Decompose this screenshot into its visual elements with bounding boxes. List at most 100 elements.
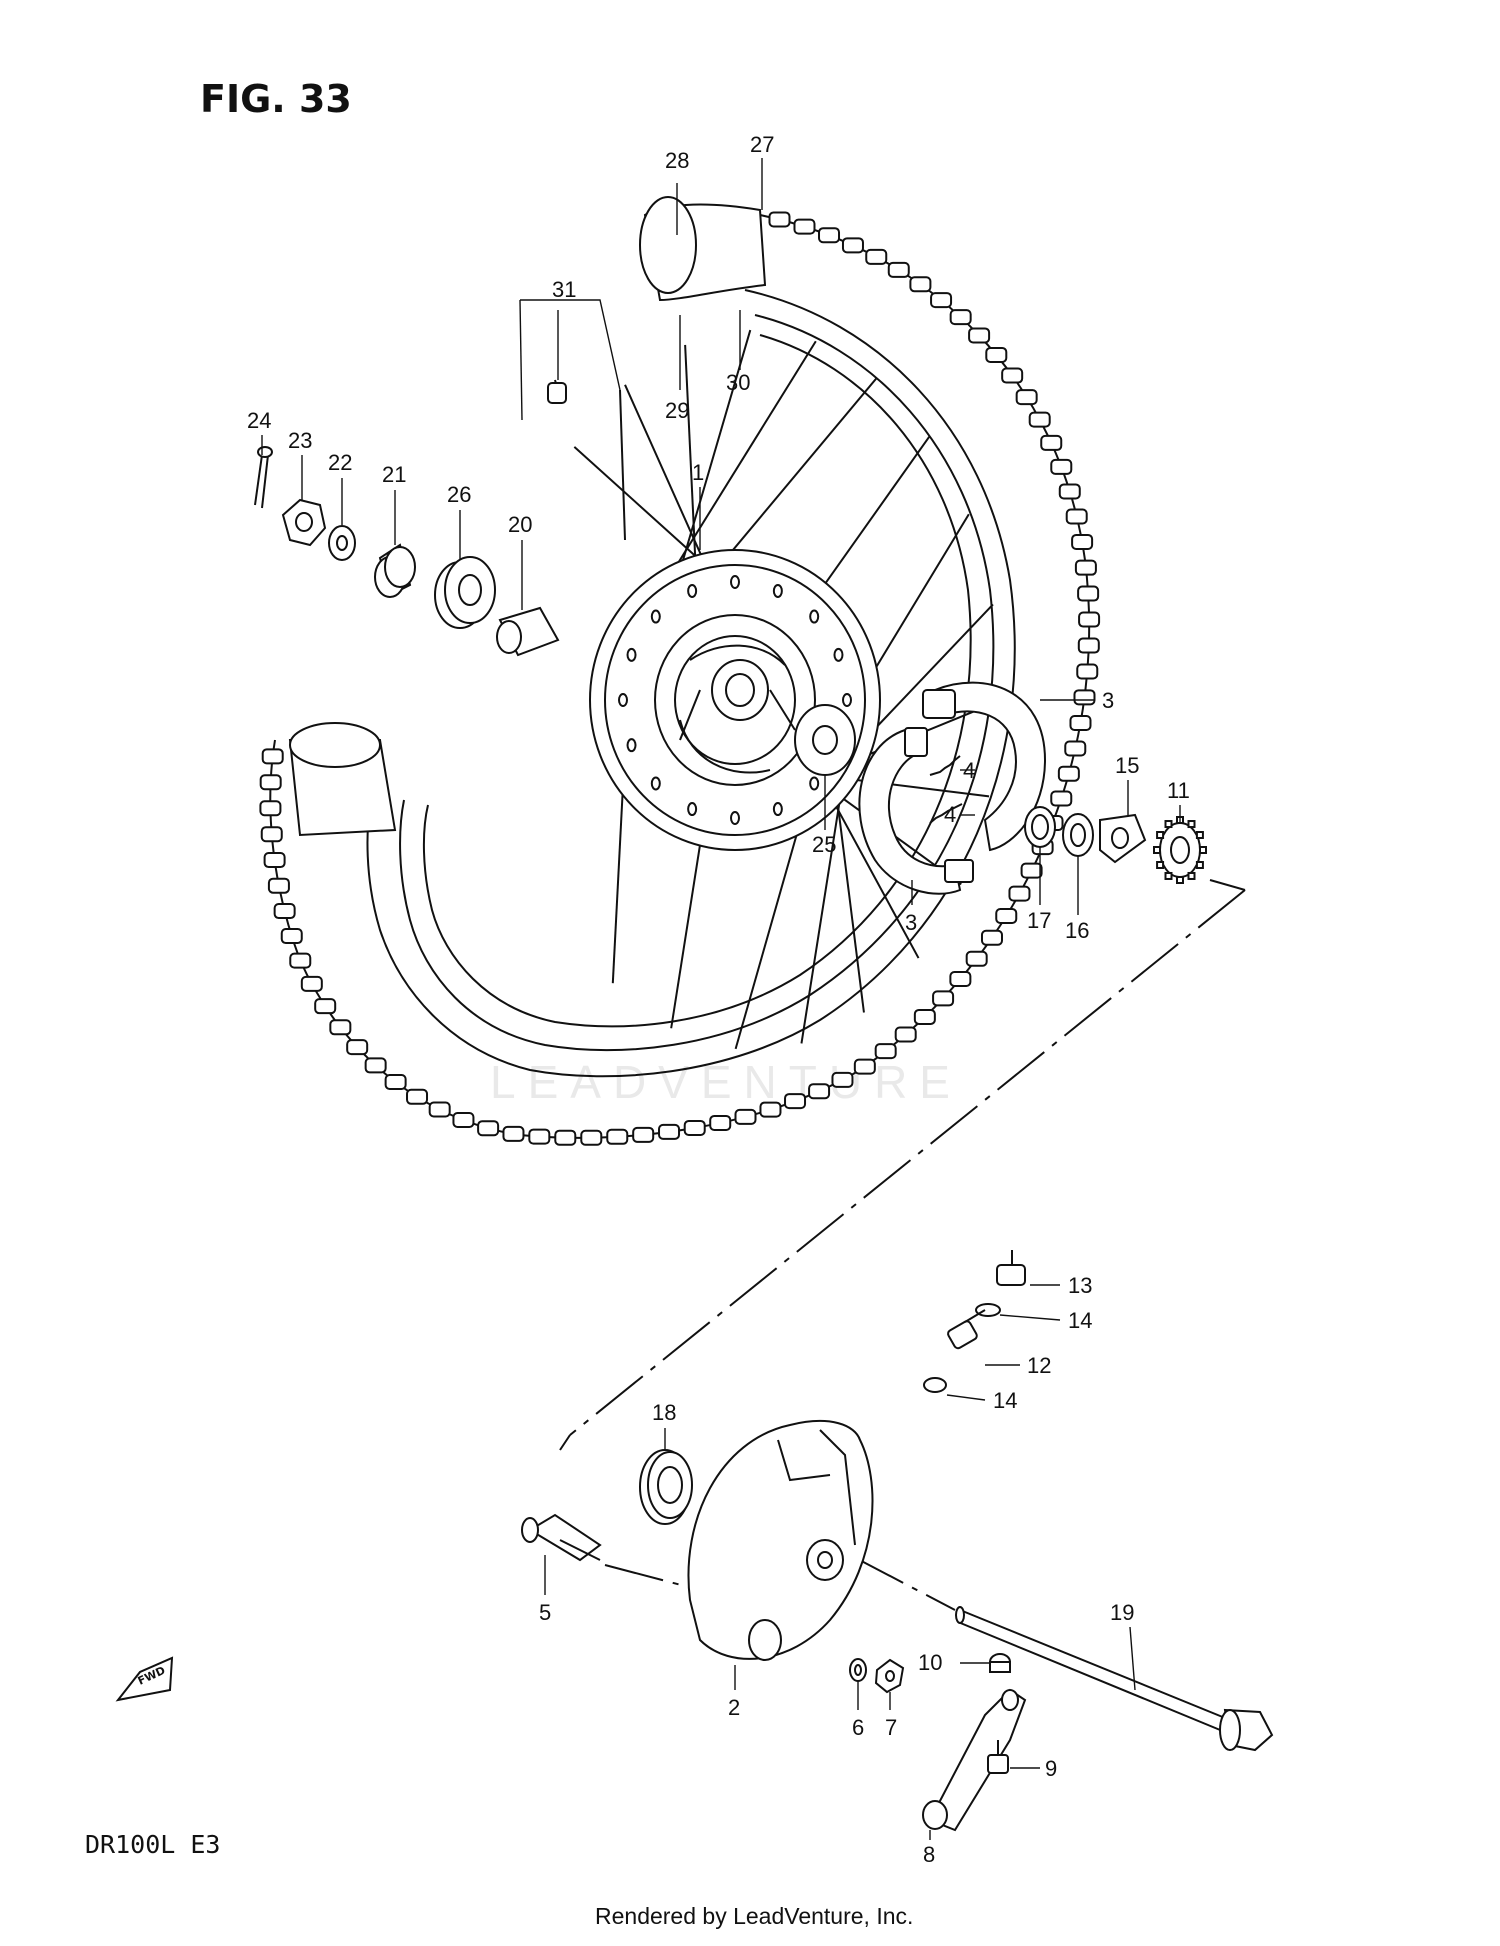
tread-block [1071, 533, 1094, 550]
callout-20: 20 [508, 512, 532, 537]
cap-10 [989, 1653, 1011, 1673]
hub-spoke-hole [809, 609, 820, 624]
tube-end-top [639, 196, 697, 294]
nut-7 [874, 1658, 905, 1694]
model-code: DR100L E3 [85, 1830, 220, 1859]
callout-26: 26 [447, 482, 471, 507]
hub-spoke-hole [833, 647, 844, 662]
tread-block [259, 774, 282, 791]
tread-block [1065, 508, 1088, 525]
callout-30: 30 [726, 370, 750, 395]
tread-block [1069, 715, 1092, 732]
hub-spoke-hole [730, 575, 740, 589]
callout-19: 19 [1110, 1600, 1134, 1625]
leader-lines [261, 158, 1181, 1840]
cotter-pin [254, 446, 273, 509]
hub-spoke-hole [650, 776, 661, 791]
callout-18: 18 [652, 1400, 676, 1425]
hub-spoke-hole [772, 583, 783, 598]
tread-block [841, 237, 864, 254]
tread-block [894, 1026, 917, 1043]
tread-block [709, 1114, 732, 1131]
callout-2: 2 [728, 1695, 740, 1720]
collar-21 [374, 543, 416, 598]
tread-block [261, 748, 284, 765]
tire-tread [259, 211, 1101, 1146]
gear-tooth [1187, 871, 1196, 880]
callout-22: 22 [328, 450, 352, 475]
tread-block [1040, 434, 1063, 451]
tread-block [1077, 585, 1100, 602]
tread-block [260, 826, 283, 843]
callout-labels: 27 28 31 29 30 24 23 22 21 26 20 1 3 4 4… [247, 132, 1190, 1867]
hub-spoke-hole [618, 693, 628, 707]
watermark: LEADVENTURE [490, 1056, 962, 1108]
assembly-line-end [1209, 879, 1246, 891]
oil-seal-18 [639, 1449, 693, 1525]
tread-block [1050, 790, 1073, 807]
gear-tooth [1156, 831, 1165, 839]
hub-spoke-hole [626, 738, 637, 753]
tread-block [831, 1071, 854, 1088]
gear-tooth [1187, 820, 1196, 829]
tread-block [793, 218, 816, 235]
tread-block [1020, 862, 1043, 879]
tread-block [887, 261, 910, 278]
callout-9: 9 [1045, 1756, 1057, 1781]
tread-block [865, 248, 888, 265]
tread-block [980, 929, 1003, 946]
gear-tooth [1164, 820, 1173, 829]
tread-block [1077, 637, 1100, 654]
tread-block [528, 1128, 551, 1145]
callout-12: 12 [1027, 1353, 1051, 1378]
tread-block [968, 327, 991, 344]
gear-tooth [1195, 861, 1204, 869]
tread-block [263, 852, 286, 869]
washer-16 [1062, 813, 1094, 857]
tread-block [1064, 740, 1087, 757]
tread-block [1057, 765, 1080, 782]
tread-block [1015, 389, 1038, 406]
fwd-arrow-icon: FWD [115, 1656, 174, 1702]
tread-block [949, 309, 972, 326]
tread-block [995, 908, 1018, 925]
hub [589, 549, 881, 851]
tread-block [259, 800, 282, 817]
callout-1: 1 [692, 460, 704, 485]
callout-4-upper: 4 [963, 758, 975, 783]
washer-6 [849, 1658, 867, 1682]
tread-block [949, 970, 972, 987]
bearing-25 [794, 704, 856, 776]
callout-6: 6 [852, 1715, 864, 1740]
callout-29: 29 [665, 398, 689, 423]
tread-block [1008, 885, 1031, 902]
callout-31: 31 [552, 277, 576, 302]
spoke [670, 820, 705, 1029]
tread-block [1074, 559, 1097, 576]
tread-block [289, 952, 312, 969]
tread-block [477, 1120, 500, 1137]
callout-5: 5 [539, 1600, 551, 1625]
tread-block [554, 1129, 577, 1146]
axle-nut [281, 498, 327, 547]
tread-block [1078, 611, 1101, 628]
circlip-17 [1024, 806, 1056, 848]
gear-tooth [1195, 831, 1204, 839]
axle-line [604, 1554, 956, 1611]
tread-block [314, 998, 337, 1015]
tread-block [273, 903, 296, 920]
spoke [708, 377, 878, 579]
tread-block [853, 1058, 876, 1075]
callout-11: 11 [1167, 778, 1190, 803]
tread-block [1001, 367, 1024, 384]
tread-block [502, 1125, 525, 1142]
wheel-assembly [259, 196, 1101, 1146]
brake-arm-8 [922, 1688, 1027, 1832]
callout-14-lower: 14 [993, 1388, 1017, 1413]
hub-spoke-hole [842, 693, 852, 707]
tread-block [965, 950, 988, 967]
tread-block [1050, 458, 1073, 475]
callout-10: 10 [918, 1650, 942, 1675]
bearing-26 [434, 556, 496, 629]
